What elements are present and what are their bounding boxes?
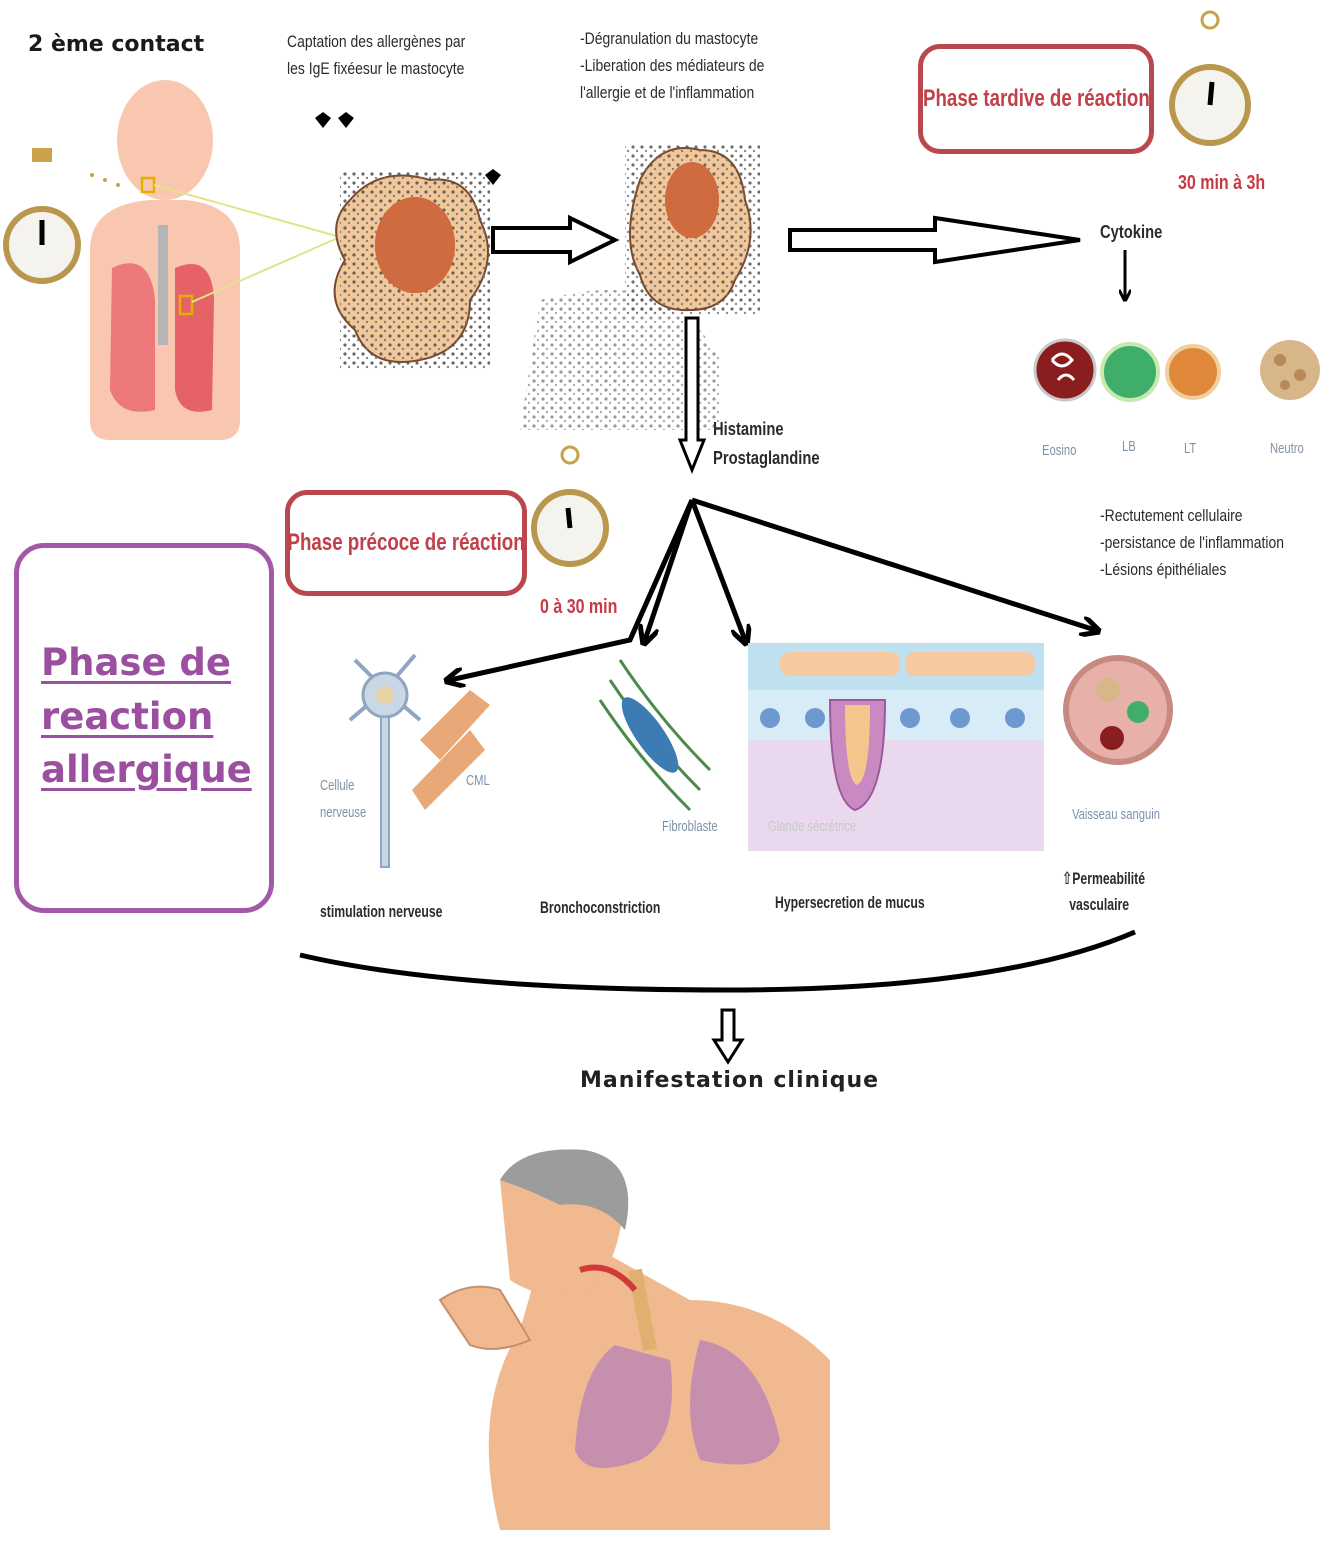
late-effects-note: -Rectutement cellulaire -persistance de … bbox=[1100, 502, 1284, 584]
mast-cell-1 bbox=[315, 112, 501, 370]
late-cell-label: Neutro bbox=[1270, 440, 1304, 457]
stopwatch-icon-late bbox=[1172, 12, 1248, 143]
vascular-line: Permeabilité bbox=[1072, 869, 1145, 888]
nerve-cell-label: Cellule nerveuse bbox=[320, 772, 366, 826]
early-phase-time: 0 à 30 min bbox=[540, 596, 617, 619]
degranulation-line: -Liberation des médiateurs de bbox=[580, 52, 764, 79]
contact-heading: 2 ème contact bbox=[28, 32, 204, 57]
late-cell-label: LT bbox=[1184, 440, 1196, 457]
cml-label: CML bbox=[466, 772, 490, 789]
title-box: Phase de reaction allergique bbox=[14, 543, 274, 913]
cytokine-label: Cytokine bbox=[1100, 218, 1162, 247]
stopwatch-icon-early bbox=[534, 447, 606, 564]
captation-line: les IgE fixéesur le mastocyte bbox=[287, 55, 465, 82]
effect-broncho: Bronchoconstriction bbox=[540, 898, 660, 918]
late-phase-box: Phase tardive de réaction bbox=[918, 44, 1154, 154]
late-phase-time: 30 min à 3h bbox=[1178, 172, 1265, 195]
title-box-text: Phase de reaction allergique bbox=[41, 636, 252, 797]
title-line: Phase de bbox=[41, 636, 252, 690]
cml-cells bbox=[412, 690, 490, 810]
human-body-figure bbox=[90, 80, 340, 440]
effect-mucus: Hypersecretion de mucus bbox=[775, 893, 925, 913]
captation-line: Captation des allergènes par bbox=[287, 28, 465, 55]
effect-nerve: stimulation nerveuse bbox=[320, 902, 442, 922]
vascular-line: vasculaire bbox=[1062, 892, 1145, 918]
up-arrow-icon: ⇧ bbox=[1062, 869, 1072, 888]
stopwatch-icon-contact bbox=[6, 148, 78, 281]
fibroblast-label: Fibroblaste bbox=[662, 818, 718, 835]
vessel-cell bbox=[1066, 658, 1170, 762]
early-phase-box: Phase précoce de réaction bbox=[285, 490, 527, 596]
degranulation-note: -Dégranulation du mastocyte -Liberation … bbox=[580, 25, 764, 107]
vessel-label: Vaisseau sanguin bbox=[1072, 806, 1160, 823]
captation-note: Captation des allergènes par les IgE fix… bbox=[287, 28, 465, 82]
title-line: reaction bbox=[41, 690, 252, 744]
mediator-line: Prostaglandine bbox=[713, 444, 820, 473]
fibroblast-cell bbox=[600, 660, 710, 810]
title-line: allergique bbox=[41, 743, 252, 797]
nerve-label-line: nerveuse bbox=[320, 799, 366, 826]
late-cell-label: Eosino bbox=[1042, 442, 1076, 459]
gland-label: Glande sécrétrice bbox=[768, 818, 856, 835]
summary-brace bbox=[300, 932, 1135, 990]
coughing-person-illustration bbox=[440, 1149, 830, 1530]
effect-vascular: ⇧Permeabilité vasculaire bbox=[1062, 866, 1145, 919]
mediators-note: Histamine Prostaglandine bbox=[713, 415, 820, 473]
degranulation-line: -Dégranulation du mastocyte bbox=[580, 25, 764, 52]
late-cells-row bbox=[1035, 340, 1320, 400]
mast-cell-2 bbox=[520, 145, 760, 430]
final-label: Manifestation clinique bbox=[580, 1068, 879, 1093]
late-effect-line: -Lésions épithéliales bbox=[1100, 556, 1284, 583]
late-effect-line: -persistance de l'inflammation bbox=[1100, 529, 1284, 556]
nerve-label-line: Cellule bbox=[320, 772, 366, 799]
late-phase-label: Phase tardive de réaction bbox=[923, 85, 1150, 113]
nerve-cell bbox=[350, 655, 420, 867]
late-cell-label: LB bbox=[1122, 438, 1136, 455]
mediator-line: Histamine bbox=[713, 415, 820, 444]
early-phase-label: Phase précoce de réaction bbox=[287, 529, 524, 557]
degranulation-line: l'allergie et de l'inflammation bbox=[580, 79, 764, 106]
late-effect-line: -Rectutement cellulaire bbox=[1100, 502, 1284, 529]
